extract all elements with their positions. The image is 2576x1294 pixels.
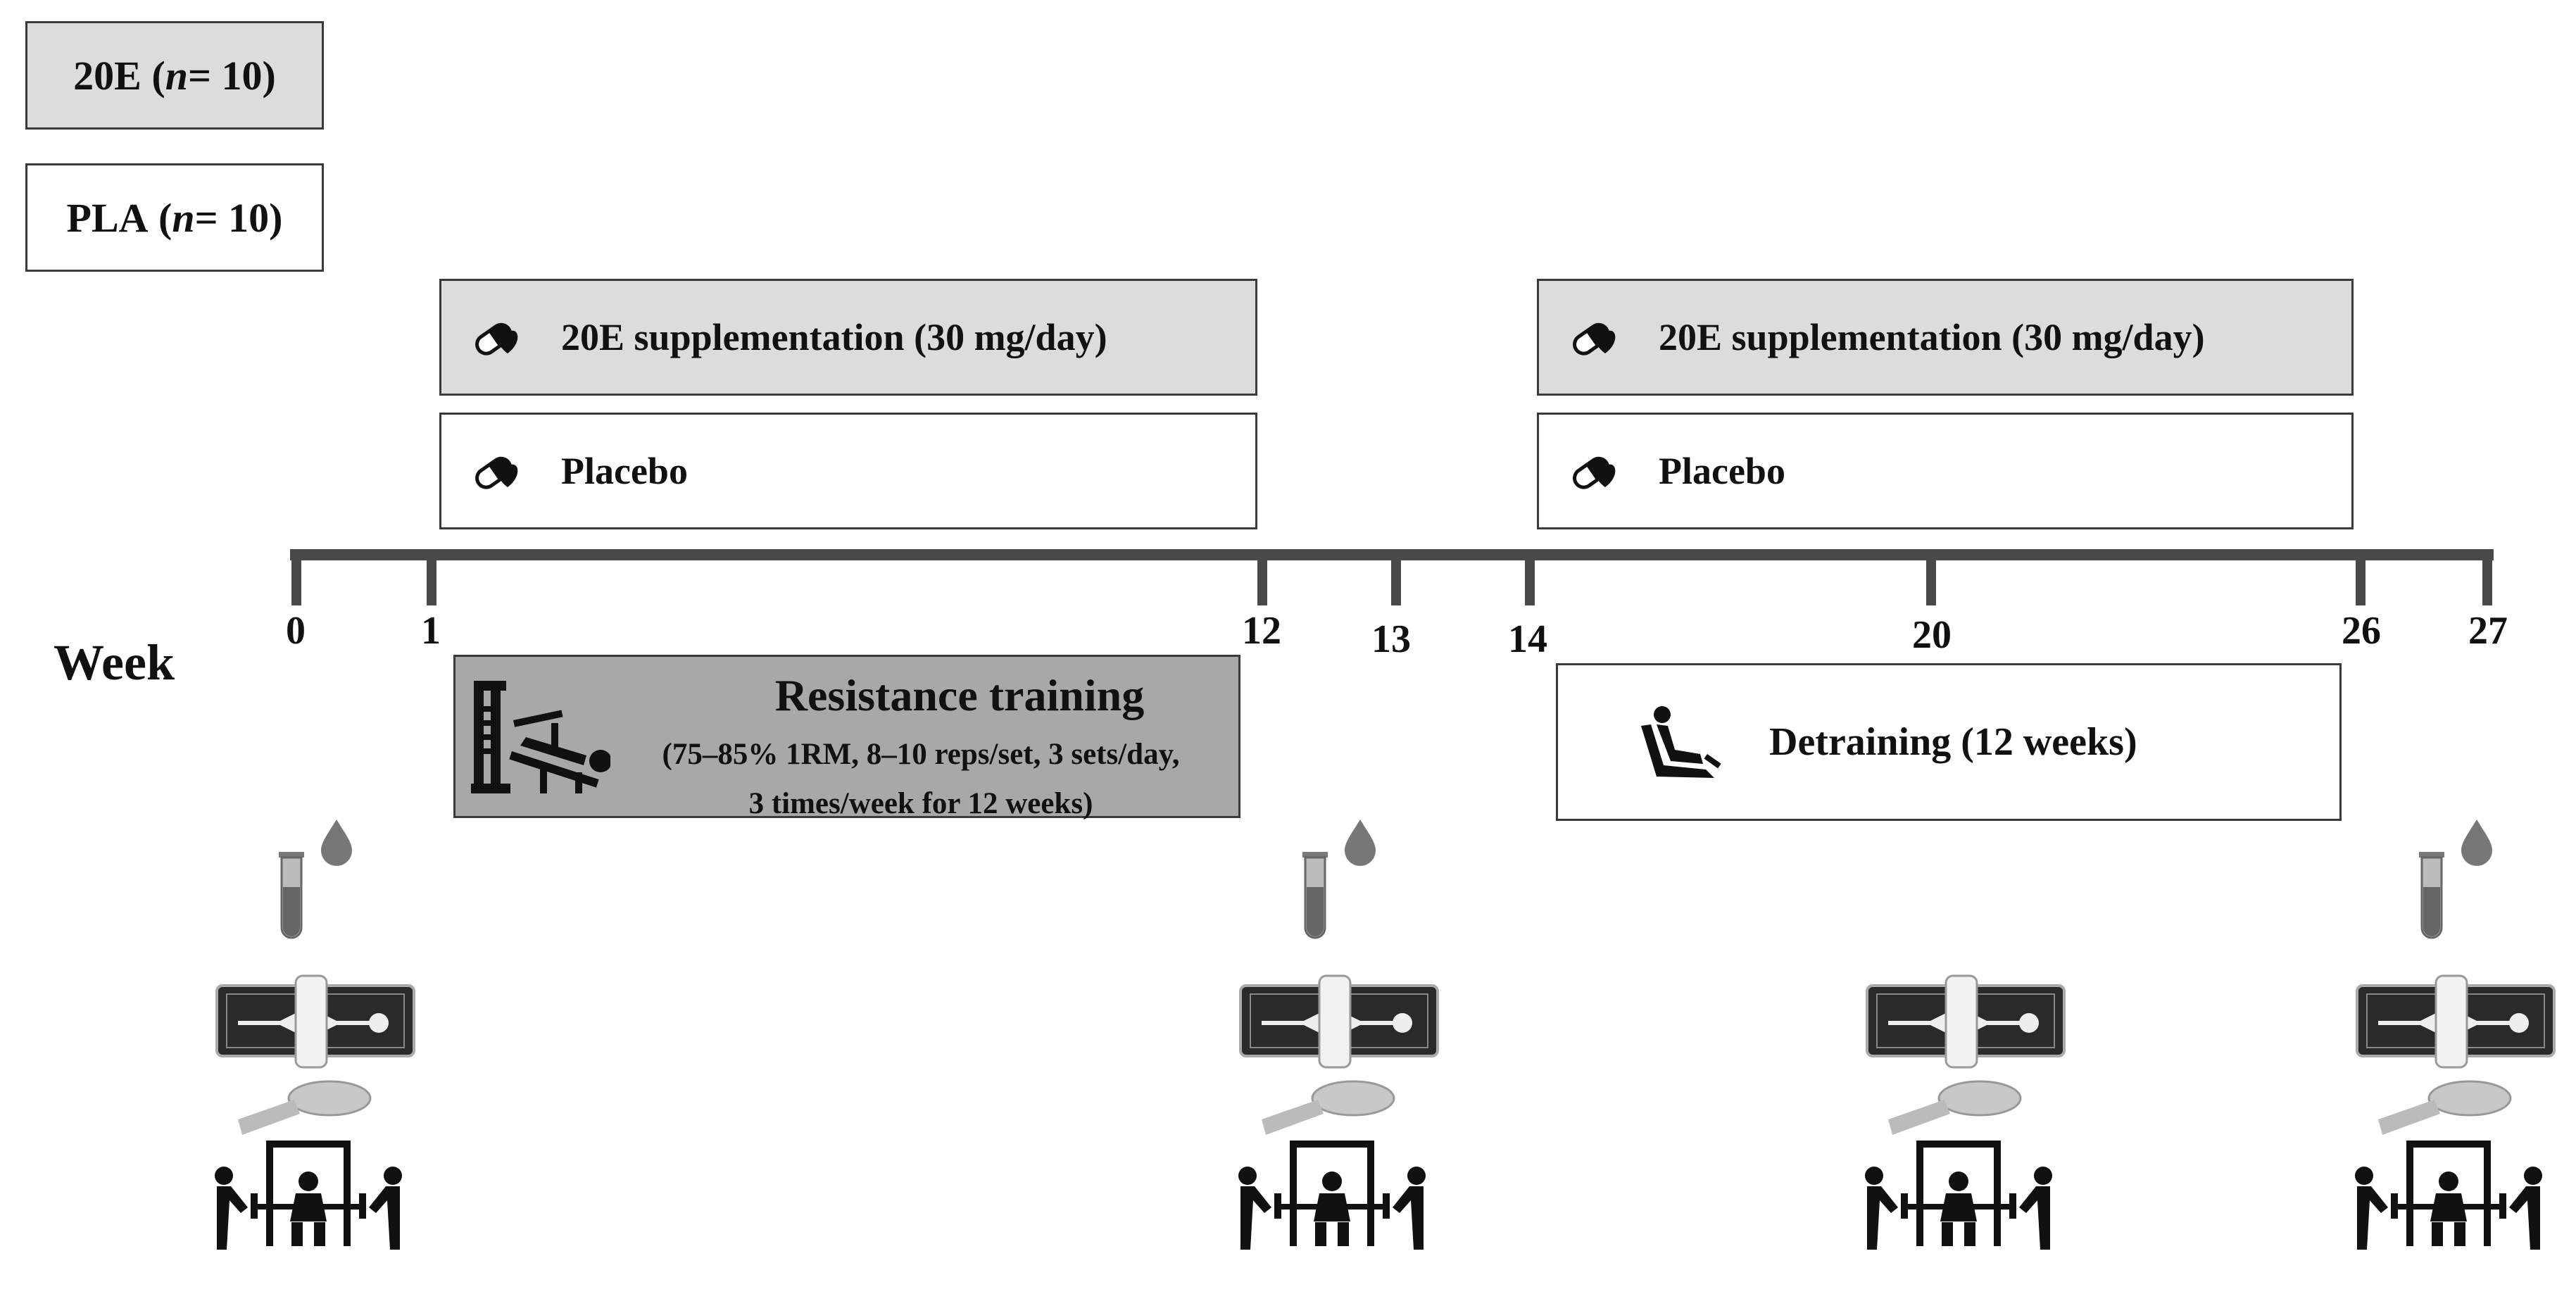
body-scan-icon [1866, 974, 2066, 1069]
measurement-week-20 [1846, 810, 2071, 1274]
tape-measure-icon [238, 1080, 372, 1135]
tick-mark-27 [2482, 549, 2492, 605]
tick-mark-20 [1926, 549, 1936, 605]
resistance-training-line-2: 3 times/week for 12 weeks) [748, 787, 1093, 820]
capsule-icon [1573, 456, 1616, 489]
placebo-phase-1: Placebo [439, 413, 1257, 529]
group-20e-n-var: n [165, 52, 188, 99]
detraining-label: Detraining (12 weeks) [1769, 720, 2137, 764]
supplementation-phase-2: 20E supplementation (30 mg/day) [1537, 279, 2354, 396]
weight-machine-icon [471, 681, 610, 793]
group-pla-name: PLA [66, 194, 149, 241]
group-pla-n-var: n [172, 194, 195, 241]
blood-tube-icon [2419, 852, 2444, 939]
supplementation-phase-1: 20E supplementation (30 mg/day) [439, 279, 1257, 396]
tape-measure-icon [1262, 1080, 1395, 1135]
tick-mark-14 [1525, 549, 1535, 605]
tick-label-1: 1 [421, 609, 441, 653]
tick-label-13: 13 [1371, 617, 1411, 661]
body-scan-icon [1239, 974, 1439, 1069]
detraining-box: Detraining (12 weeks) [1556, 663, 2342, 821]
group-20e-legend: 20E (n = 10) [25, 21, 324, 130]
resistance-training-title: Resistance training [774, 670, 1145, 720]
group-pla-n-prefix: ( [158, 194, 172, 241]
blood-drop-icon [1345, 819, 1376, 866]
resistance-training-box: Resistance training (75–85% 1RM, 8–10 re… [453, 655, 1240, 820]
tick-label-26: 26 [2342, 609, 2381, 653]
strength-test-icon [1865, 1141, 2052, 1250]
tick-mark-0 [291, 549, 301, 605]
group-pla-n-suffix: = 10) [194, 194, 283, 241]
tick-label-20: 20 [1912, 613, 1952, 657]
tape-measure-icon [2378, 1080, 2512, 1135]
body-scan-icon [2356, 974, 2556, 1069]
resistance-training-line-1: (75–85% 1RM, 8–10 reps/set, 3 sets/day, [662, 738, 1180, 771]
tick-mark-12 [1257, 549, 1267, 605]
group-20e-n-suffix: = 10) [187, 52, 276, 99]
measurement-week-27 [2336, 810, 2561, 1274]
blood-drop-icon [321, 819, 352, 866]
capsule-icon [475, 322, 518, 356]
body-scan-icon [215, 974, 415, 1069]
tick-label-27: 27 [2468, 609, 2508, 653]
placebo-label-2: Placebo [1659, 450, 1785, 492]
blood-drop-icon [2461, 819, 2492, 866]
capsule-icon [475, 456, 518, 489]
tick-mark-26 [2356, 549, 2365, 605]
recliner-icon [1641, 706, 1721, 778]
blood-tube-icon [1302, 852, 1328, 939]
tick-mark-1 [427, 549, 436, 605]
group-20e-n-prefix: ( [151, 52, 165, 99]
group-pla-legend: PLA (n = 10) [25, 163, 324, 272]
measurement-week-13 [1219, 810, 1445, 1274]
placebo-label-1: Placebo [561, 450, 688, 492]
supplementation-label-2: 20E supplementation (30 mg/day) [1659, 316, 2205, 358]
capsule-icon [1573, 322, 1616, 356]
measurement-week-0 [196, 810, 421, 1274]
strength-test-icon [1238, 1141, 1426, 1250]
timeline-axis [290, 549, 2494, 605]
strength-test-icon [2355, 1141, 2542, 1250]
group-20e-name: 20E [73, 52, 142, 99]
tick-label-0: 0 [286, 609, 306, 653]
resistance-training-description: (75–85% 1RM, 8–10 reps/set, 3 sets/day, … [603, 730, 1238, 829]
timeline-week-label: Week [54, 634, 175, 691]
tick-mark-13 [1391, 549, 1401, 605]
placebo-phase-2: Placebo [1537, 413, 2354, 529]
strength-test-icon [215, 1141, 402, 1250]
tape-measure-icon [1888, 1080, 2022, 1135]
blood-tube-icon [279, 852, 304, 939]
tick-label-12: 12 [1242, 609, 1281, 653]
tick-label-14: 14 [1508, 617, 1547, 661]
supplementation-label-1: 20E supplementation (30 mg/day) [561, 316, 1107, 358]
